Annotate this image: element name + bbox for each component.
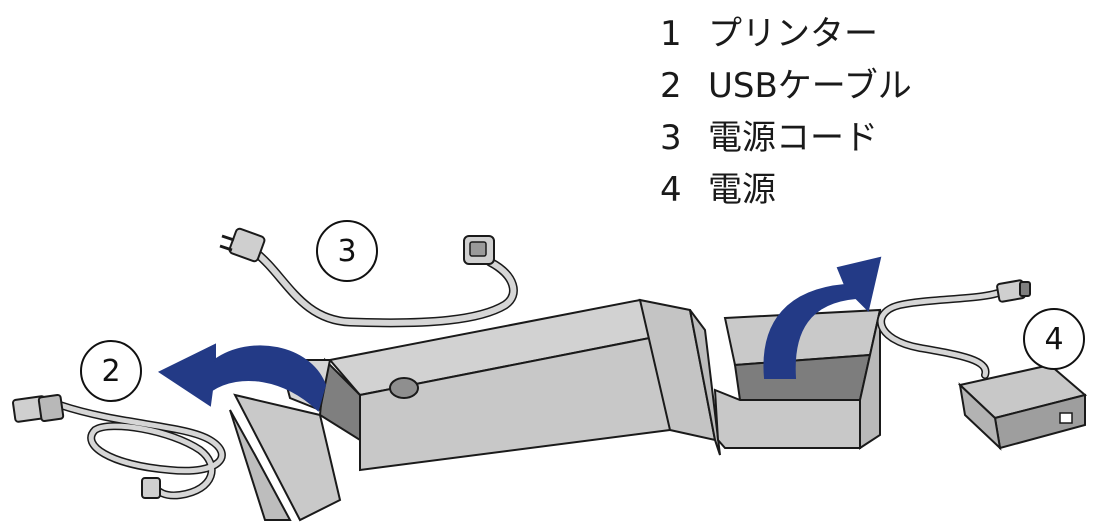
- legend-number: 3: [660, 118, 682, 158]
- power-supply-plug: [996, 279, 1031, 303]
- legend-item-usb-cable: 2 USBケーブル: [660, 58, 912, 110]
- usb-cable: [12, 393, 226, 500]
- legend-number: 1: [660, 14, 682, 54]
- callout-power-cord: 3: [316, 220, 378, 282]
- legend-label: USBケーブル: [708, 66, 912, 106]
- legend-label: 電源: [708, 170, 776, 210]
- legend-number: 4: [660, 170, 682, 210]
- power-cord: [219, 227, 518, 328]
- remove-arrow-right-icon: [763, 256, 882, 379]
- wall-plug: [219, 227, 266, 263]
- appliance-connector: [463, 235, 495, 265]
- power-brick: [957, 363, 1088, 451]
- legend-item-power-cord: 3 電源コード: [660, 110, 912, 162]
- legend-item-printer: 1 プリンター: [660, 6, 912, 58]
- usb-a-connector: [12, 393, 65, 423]
- printer-box: [229, 298, 721, 522]
- callout-power-supply: 4: [1023, 308, 1085, 370]
- legend-label: プリンター: [708, 14, 878, 54]
- parts-legend: 1 プリンター 2 USBケーブル 3 電源コード 4 電源: [660, 6, 912, 214]
- power-supply: [877, 279, 1088, 451]
- legend-item-power-supply: 4 電源: [660, 162, 912, 214]
- remove-arrow-left-icon: [157, 343, 327, 412]
- usb-b-connector: [141, 477, 161, 499]
- callout-usb-cable: 2: [80, 340, 142, 402]
- legend-label: 電源コード: [708, 118, 878, 158]
- legend-number: 2: [660, 66, 682, 106]
